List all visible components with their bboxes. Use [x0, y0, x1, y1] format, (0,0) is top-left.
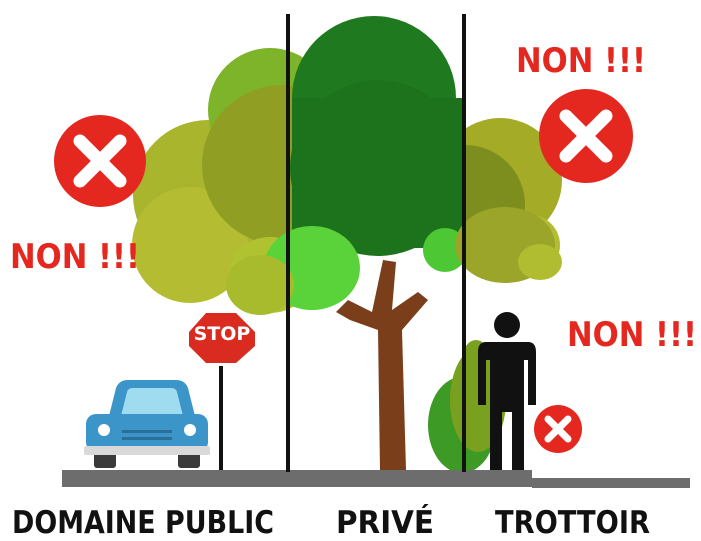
car-bumper	[84, 446, 210, 455]
car	[84, 380, 210, 468]
warning-text-sidewalk: NON !!!	[567, 315, 697, 355]
stop-sign-pole	[219, 356, 223, 470]
zone-label-private: PRIVÉ	[336, 505, 434, 541]
foliage-bump-right-3	[518, 244, 562, 280]
ground-strip	[62, 470, 532, 487]
close-icon	[54, 115, 146, 207]
zone-label-public: DOMAINE PUBLIC	[12, 505, 274, 541]
close-icon	[534, 405, 582, 453]
zone-label-sidewalk: TROTTOIR	[495, 505, 650, 541]
foliage-crown-body	[292, 98, 462, 248]
warning-text-top-right: NON !!!	[516, 41, 646, 81]
warning-text-left: NON !!!	[10, 237, 140, 277]
car-windshield	[121, 388, 183, 416]
sidewalk-strip	[532, 478, 690, 488]
close-icon	[539, 89, 633, 183]
car-headlight-right	[184, 424, 196, 436]
pedestrian-head	[494, 312, 520, 338]
tree-foliage	[132, 16, 562, 315]
car-grille-1	[122, 430, 172, 433]
property-line-right	[462, 14, 466, 472]
car-grille-2	[122, 437, 172, 440]
stop-sign-text: STOP	[194, 323, 251, 345]
car-headlight-left	[98, 424, 110, 436]
foliage-bump-left-3	[226, 255, 294, 315]
property-line-left	[286, 14, 290, 472]
